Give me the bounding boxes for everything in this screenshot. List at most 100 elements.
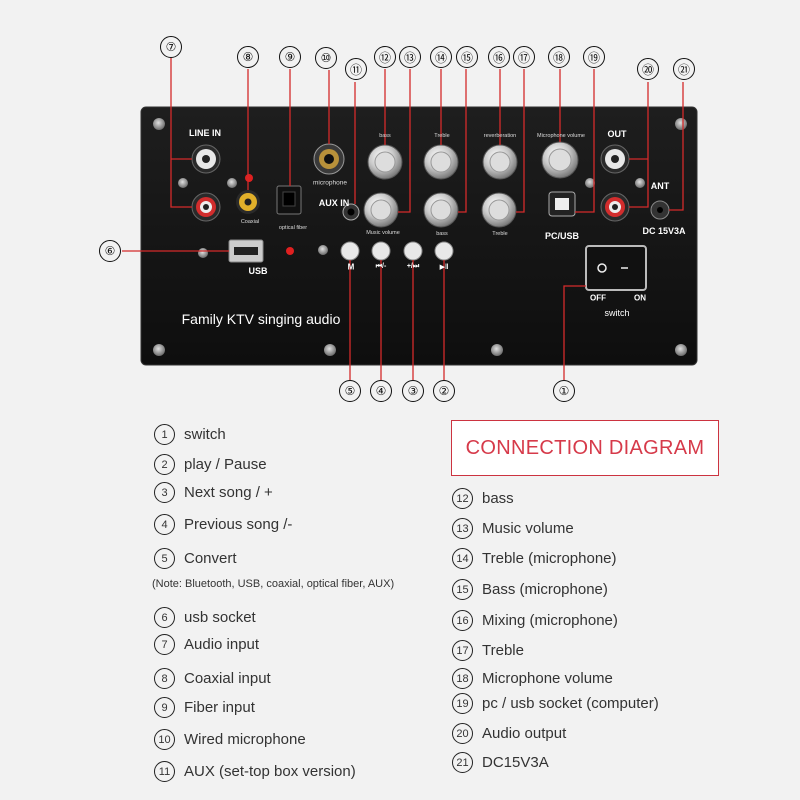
legend-text: play / Pause — [184, 456, 267, 473]
legend-number: 4 — [154, 514, 175, 535]
knob-bass-bottom-label: bass — [436, 231, 448, 237]
usb-b-socket — [548, 191, 576, 217]
callout-3: ③ — [402, 380, 424, 402]
usb-a-socket — [228, 239, 294, 263]
legend-text: Music volume — [482, 520, 574, 537]
legend-text: Audio output — [482, 725, 567, 742]
callout-20: ⑳ — [637, 58, 659, 80]
legend-item-3: 3 Next song / + — [154, 482, 273, 503]
button-next-label: +/⏭ — [406, 263, 420, 270]
legend-number: 14 — [452, 548, 473, 569]
callout-5: ⑤ — [339, 380, 361, 402]
legend-item-9: 9 Fiber input — [154, 697, 255, 718]
callout-6: ⑥ — [99, 240, 121, 262]
legend-text: Audio input — [184, 636, 260, 653]
legend-item-20: 20 Audio output — [452, 723, 566, 744]
amplifier-board: LINE IN Coaxial optical fiber microphone… — [99, 36, 698, 402]
board-drawing — [122, 58, 698, 380]
knob-music-volume-label: Music volume — [366, 230, 400, 236]
legend-item-8: 8 Coaxial input — [154, 668, 271, 689]
button-m-label: M — [347, 262, 355, 272]
callout-16: ⑯ — [488, 46, 510, 68]
legend-number: 8 — [154, 668, 175, 689]
callout-15: ⑮ — [456, 46, 478, 68]
legend-number: 1 — [154, 424, 175, 445]
callout-12: ⑫ — [374, 46, 396, 68]
legend-text: usb socket — [184, 609, 256, 626]
legend-text: Coaxial input — [184, 670, 271, 687]
aux-jack — [342, 203, 360, 221]
callout-11: ⑪ — [345, 58, 367, 80]
legend-number: 12 — [452, 488, 473, 509]
legend-number: 9 — [154, 697, 175, 718]
leader-lines — [122, 58, 684, 380]
legend-number: 10 — [154, 729, 175, 750]
optical-fiber-label: optical fiber — [278, 225, 308, 231]
dc-label: DC 15V3A — [642, 226, 686, 236]
callout-17: ⑰ — [513, 46, 535, 68]
optical-jack — [276, 185, 302, 215]
legend-item-6: 6 usb socket — [154, 607, 256, 628]
line-in-jacks — [191, 144, 221, 222]
legend-number: 6 — [154, 607, 175, 628]
knob-reverberation-label: reverberation — [483, 133, 517, 139]
knob-treble-bottom-label: Treble — [492, 231, 508, 237]
microphone-label: microphone — [313, 179, 347, 187]
legend-item-18: 18 Microphone volume — [452, 668, 613, 689]
ant-label: ANT — [650, 181, 670, 191]
callout-4: ④ — [370, 380, 392, 402]
screws — [153, 118, 687, 356]
power-switch — [585, 245, 647, 291]
button-prev-label: ⏮/- — [375, 263, 387, 270]
convert-note: (Note: Bluetooth, USB, coaxial, optical … — [152, 578, 395, 590]
legend-number: 5 — [154, 548, 175, 569]
legend-number: 3 — [154, 482, 175, 503]
legend-text: AUX (set-top box version) — [184, 763, 356, 780]
product-text: Family KTV singing audio — [181, 311, 341, 327]
callout-8: ⑧ — [237, 46, 259, 68]
legend-text: Microphone volume — [482, 670, 613, 687]
legend-number: 19 — [452, 693, 473, 714]
switch-on-label: ON — [634, 293, 646, 303]
legend-number: 20 — [452, 723, 473, 744]
legend-text: Mixing (microphone) — [482, 612, 618, 629]
legend-number: 18 — [452, 668, 473, 689]
callout-21: ㉑ — [673, 58, 695, 80]
switch-label: switch — [604, 308, 630, 318]
out-label: OUT — [607, 129, 627, 139]
aux-in-label: AUX IN — [318, 198, 350, 208]
microphone-jack — [313, 143, 345, 175]
legend-text: Next song / + — [184, 484, 273, 501]
legend-item-5: 5 Convert — [154, 548, 237, 569]
legend-text: Fiber input — [184, 699, 255, 716]
dc-jack — [650, 200, 670, 220]
callout-13: ⑬ — [399, 46, 421, 68]
legend-text: Bass (microphone) — [482, 581, 608, 598]
legend-number: 11 — [154, 761, 175, 782]
legend-text: Convert — [184, 550, 237, 567]
legend-number: 21 — [452, 752, 473, 773]
pc-usb-label: PC/USB — [544, 231, 580, 241]
legend-number: 17 — [452, 640, 473, 661]
legend-text: bass — [482, 490, 514, 507]
switch-off-label: OFF — [590, 293, 606, 303]
callout-19: ⑲ — [583, 46, 605, 68]
legend-item-11: 11 AUX (set-top box version) — [154, 761, 356, 782]
legend-number: 13 — [452, 518, 473, 539]
callout-1: ① — [553, 380, 575, 402]
button-play-label: ▶‖ — [439, 264, 449, 271]
callout-14: ⑭ — [430, 46, 452, 68]
legend-item-17: 17 Treble — [452, 640, 524, 661]
line-in-label: LINE IN — [188, 128, 222, 138]
legend-text: Treble — [482, 642, 524, 659]
